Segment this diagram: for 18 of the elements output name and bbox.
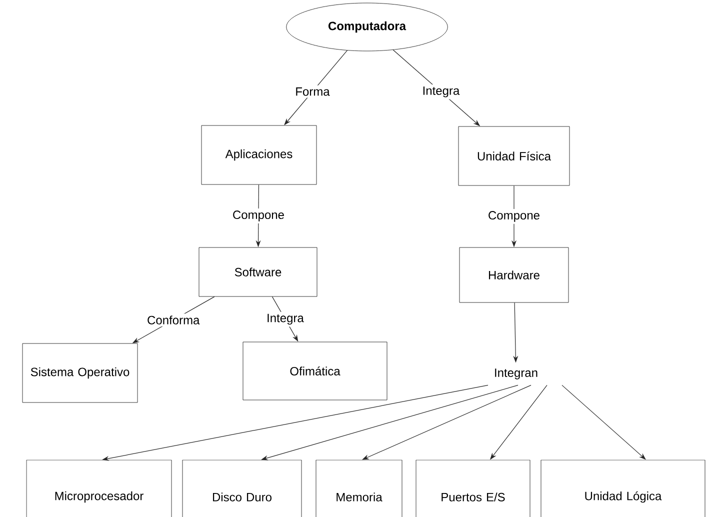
concept-box: Disco Duro xyxy=(182,460,302,517)
edge-label: Compone xyxy=(486,209,542,224)
edge-label: Compone xyxy=(230,208,286,224)
edge-label: Conforma xyxy=(145,314,202,326)
concept-box: Sistema Operativo xyxy=(22,343,138,403)
concept-box: Software xyxy=(198,247,318,297)
concept-text: Integran xyxy=(495,368,538,380)
concept-box: Hardware xyxy=(459,247,569,303)
concept-box: Unidad Lógica xyxy=(540,460,706,517)
concept-box: Aplicaciones xyxy=(201,125,317,185)
edge-label: Integra xyxy=(420,84,462,100)
concept-box: Puertos E/S xyxy=(416,460,530,517)
concept-box: Unidad Física xyxy=(458,126,570,186)
edge-label: Integra xyxy=(264,312,306,327)
concept-box: Memoria xyxy=(316,460,402,517)
edge-label: Forma xyxy=(293,85,332,98)
concept-box: Microprocesador xyxy=(26,460,172,517)
concept-box: Ofimática xyxy=(242,342,388,400)
